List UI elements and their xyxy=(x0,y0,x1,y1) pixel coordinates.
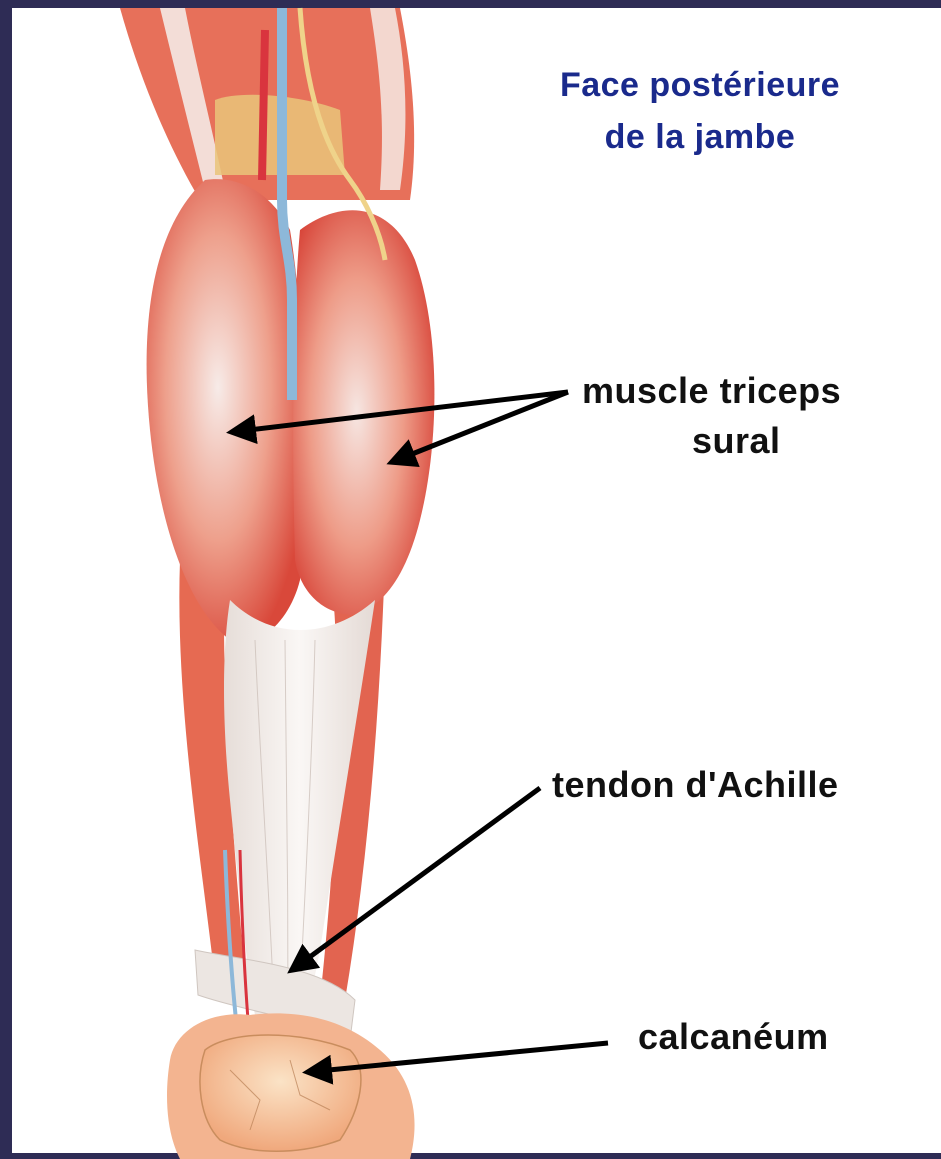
calcaneus-bone xyxy=(200,1035,361,1151)
title-line-2: de la jambe xyxy=(500,118,900,157)
title-line-1: Face postérieure xyxy=(500,66,900,105)
label-achilles: tendon d'Achille xyxy=(552,764,839,806)
gastrocnemius-medial-head xyxy=(147,179,306,642)
label-triceps-line-2: sural xyxy=(692,420,781,462)
label-calcaneus: calcanéum xyxy=(638,1016,829,1058)
popliteal-artery xyxy=(262,30,265,180)
label-triceps-line-1: muscle triceps xyxy=(582,370,841,412)
